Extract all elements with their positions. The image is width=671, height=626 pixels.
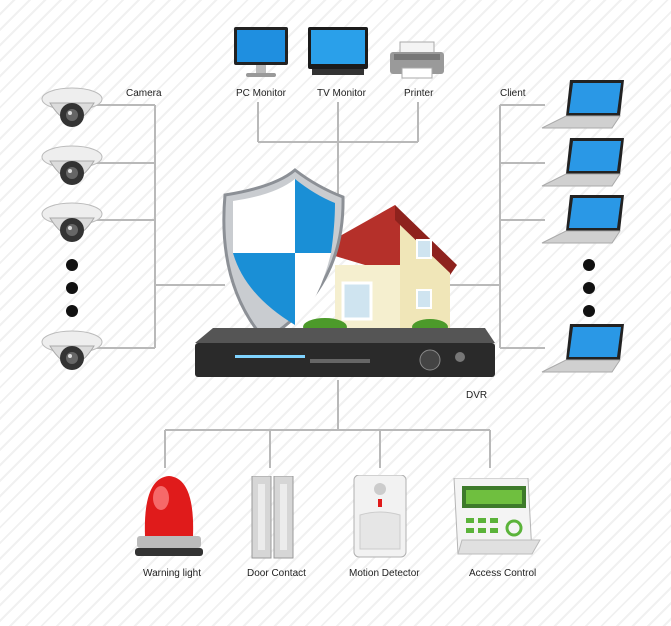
shield-icon xyxy=(222,168,345,342)
motion-detector-label: Motion Detector xyxy=(349,568,420,579)
ellipsis-dots-icon xyxy=(583,259,595,317)
tv-monitor-label: TV Monitor xyxy=(317,88,366,99)
laptop-icon xyxy=(541,80,624,129)
motion-detector-icon xyxy=(353,475,407,558)
house-icon xyxy=(303,205,457,336)
warning-light-label: Warning light xyxy=(143,568,201,579)
tv-monitor-icon xyxy=(308,27,368,75)
laptop-icon xyxy=(541,138,624,187)
dome-camera-icon xyxy=(41,202,103,242)
ellipsis-dots-icon xyxy=(66,259,78,317)
dome-camera-icon xyxy=(41,87,103,127)
access-control-keypad-icon xyxy=(453,478,541,555)
pc-monitor-icon xyxy=(234,27,288,77)
laptop-icon xyxy=(541,324,624,373)
access-control-label: Access Control xyxy=(469,568,537,579)
laptop-icon xyxy=(541,195,624,244)
camera-label: Camera xyxy=(126,88,162,99)
pc-monitor-label: PC Monitor xyxy=(236,88,287,99)
door-contact-icon xyxy=(251,476,294,559)
dome-camera-icon xyxy=(41,145,103,185)
printer-icon xyxy=(390,41,444,79)
warning-light-icon xyxy=(135,476,203,556)
client-label: Client xyxy=(500,88,526,99)
dvr-label: DVR xyxy=(466,390,488,401)
central-hub xyxy=(195,168,495,377)
door-contact-label: Door Contact xyxy=(247,568,306,579)
dome-camera-icon xyxy=(41,330,103,370)
printer-label: Printer xyxy=(404,88,434,99)
dvr-icon xyxy=(195,328,495,377)
